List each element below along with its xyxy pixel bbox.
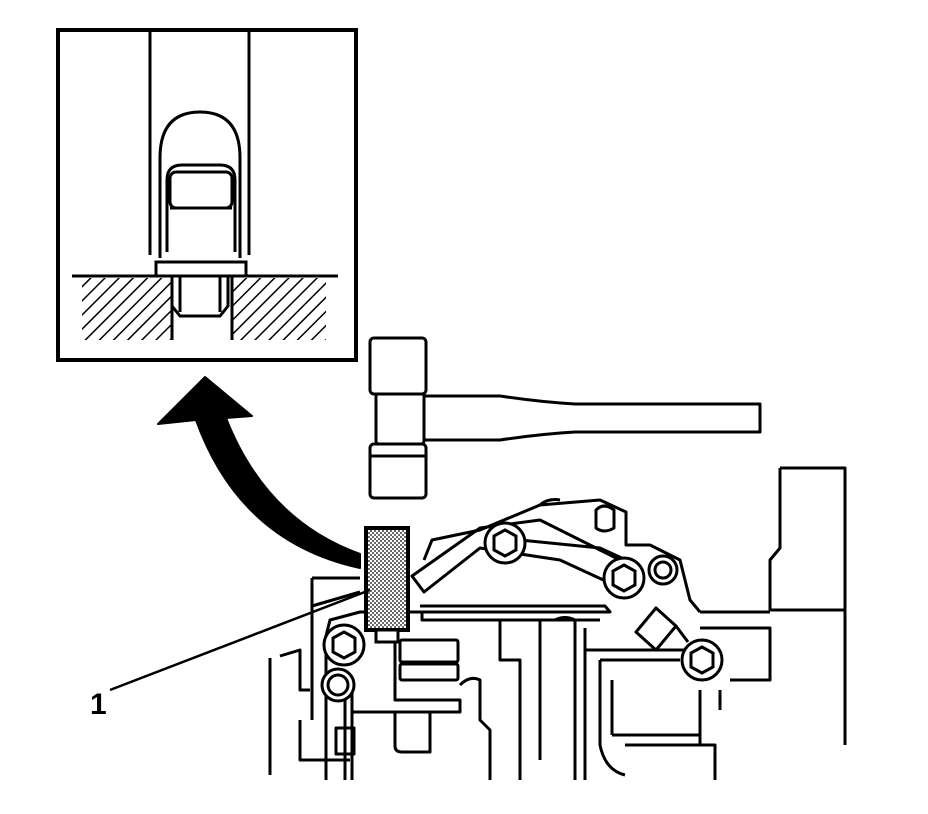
plug-cap	[154, 110, 248, 318]
curved-arrow-icon	[157, 376, 361, 569]
deck-surface	[72, 274, 338, 340]
hammer-face-top	[368, 336, 428, 396]
bolt	[647, 554, 679, 586]
hammer-neck	[374, 390, 426, 446]
detail-inset	[56, 28, 358, 362]
bolt	[602, 556, 646, 600]
hammer-face-bottom	[368, 442, 428, 500]
bolts	[320, 521, 724, 703]
bolt	[680, 638, 724, 682]
leader-line	[109, 588, 371, 692]
installer-tube	[148, 32, 251, 255]
hammer	[368, 336, 762, 500]
hammer-handle	[422, 394, 762, 442]
bolt	[322, 623, 366, 667]
callout-label: 1	[90, 688, 107, 721]
callout-1: 1	[90, 588, 371, 721]
core-plug	[364, 526, 410, 644]
engine-housing	[268, 466, 847, 780]
bolt	[483, 521, 527, 565]
bolt	[320, 667, 356, 703]
